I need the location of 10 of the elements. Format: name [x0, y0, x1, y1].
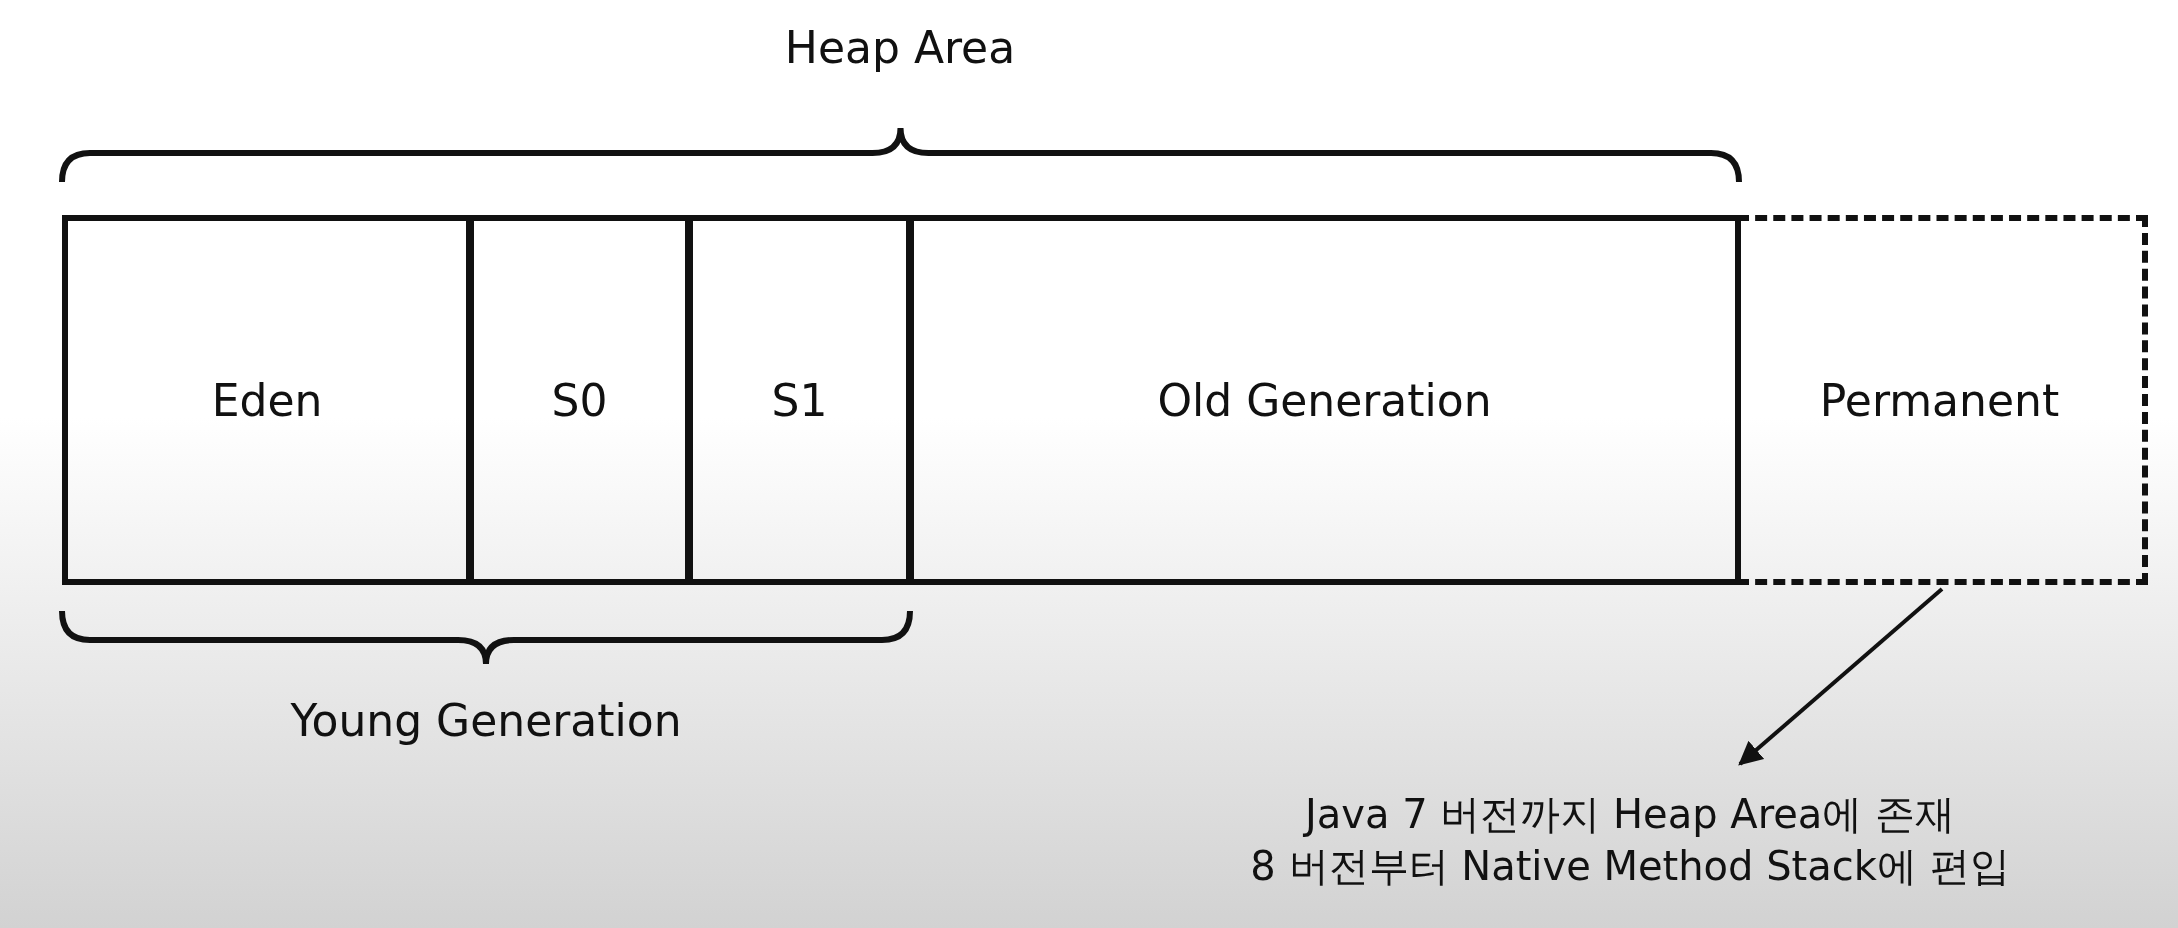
note-text: Java 7 버전까지 Heap Area에 존재 [1304, 790, 1956, 839]
arrow [1738, 587, 1944, 766]
region-label: S1 [771, 374, 828, 426]
region-label: Permanent [1819, 374, 2060, 426]
region-label: S0 [551, 374, 608, 426]
region-label: Eden [211, 374, 323, 426]
note-text: 8 버전부터 Native Method Stack에 편입 [1250, 842, 2010, 891]
region-label: Old Generation [1157, 374, 1492, 426]
brace-label: Young Generation [290, 695, 682, 746]
brace-label: Heap Area [784, 22, 1016, 73]
